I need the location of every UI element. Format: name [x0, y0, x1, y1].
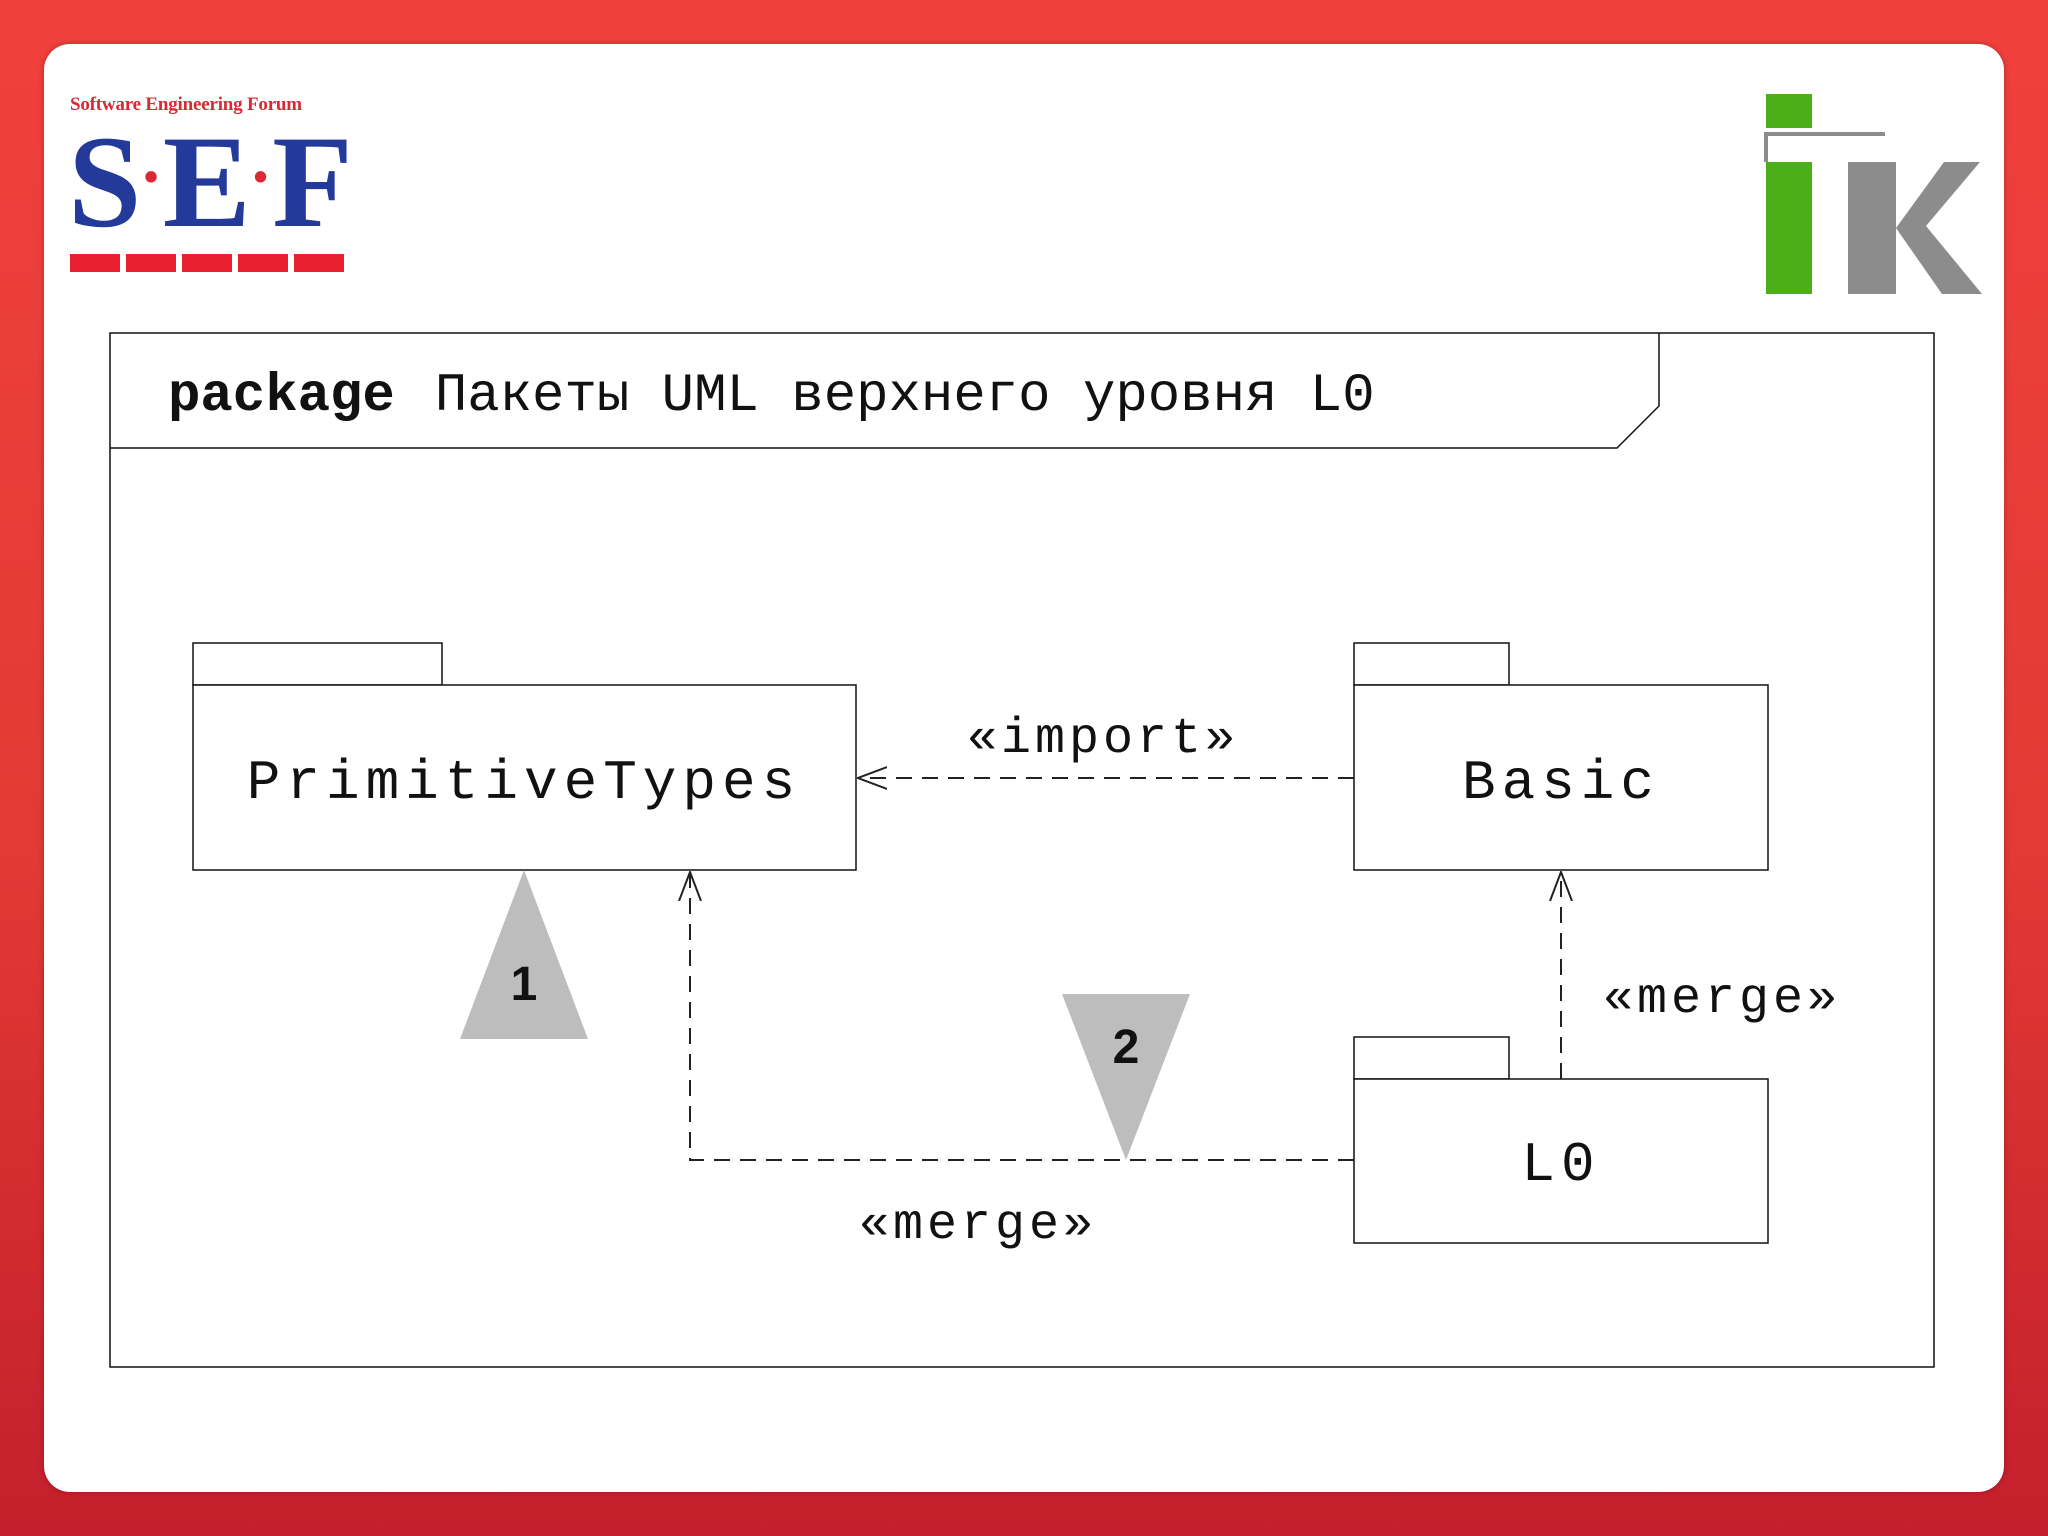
- sef-logo: S·E·F: [68, 112, 353, 248]
- marker-1-triangle: [460, 870, 588, 1039]
- merge-bottom-label: «merge»: [859, 1197, 1097, 1254]
- ik-logo: [1764, 94, 1982, 294]
- sef-letter-f: F: [272, 108, 353, 255]
- frame-title: package Пакеты UML верхнего уровня L0: [168, 366, 1375, 427]
- package-primitive-types-label: PrimitiveTypes: [247, 751, 801, 815]
- package-l0[interactable]: [1353, 1078, 1769, 1244]
- package-basic[interactable]: [1353, 684, 1769, 871]
- merge-right-label: «merge»: [1603, 971, 1841, 1028]
- sef-letter-e: E: [162, 108, 251, 255]
- sef-logo-dashes: [70, 254, 345, 272]
- package-frame-tab: [110, 333, 1660, 449]
- sef-letter-s: S: [68, 108, 141, 255]
- package-primitive-types[interactable]: [192, 684, 857, 871]
- sef-dot-1: ·: [139, 139, 163, 216]
- sef-logo-caption: Software Engineering Forum: [70, 94, 302, 115]
- marker-2-label: 2: [1113, 1021, 1140, 1074]
- import-label: «import»: [967, 711, 1239, 768]
- sef-dot-2: ·: [248, 139, 273, 216]
- package-primitive-types-tab: [192, 642, 443, 686]
- package-basic-label: Basic: [1462, 751, 1660, 815]
- package-l0-tab: [1353, 1036, 1510, 1080]
- package-basic-tab: [1353, 642, 1510, 686]
- package-frame: [109, 332, 1935, 1368]
- marker-2-triangle: [1062, 994, 1190, 1160]
- package-l0-label: L0: [1521, 1133, 1600, 1197]
- frame-keyword: package: [168, 366, 395, 427]
- frame-title-text: Пакеты UML верхнего уровня L0: [435, 366, 1375, 427]
- merge-l0-primitive-types-arrow: [690, 872, 1354, 1161]
- marker-1-label: 1: [511, 958, 538, 1011]
